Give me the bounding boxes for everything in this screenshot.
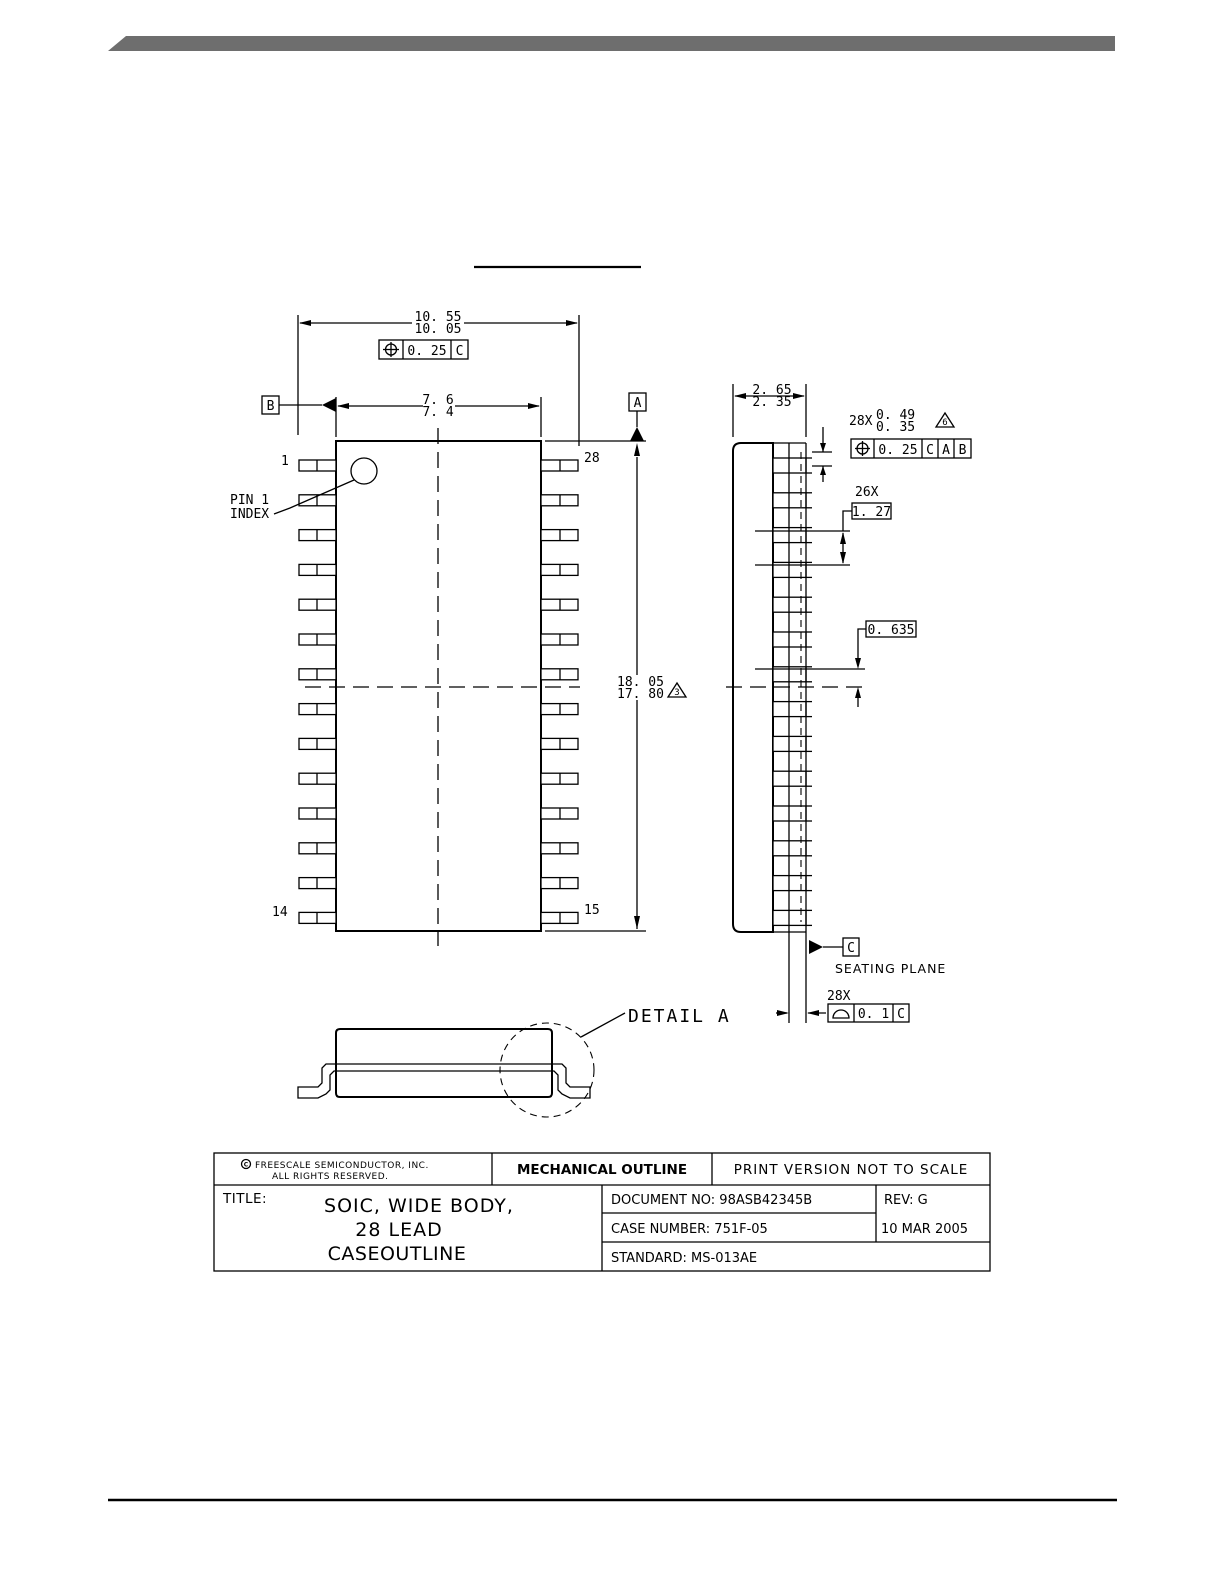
copyright-icon: [240, 1158, 252, 1170]
datum-b-triangle: [322, 398, 336, 412]
height-min: 2. 35: [752, 395, 791, 410]
length-max: 18. 05: [617, 675, 664, 690]
width-datum-ref: C: [456, 344, 464, 359]
title-line2: 28 LEAD: [355, 1219, 442, 1241]
height-max: 2. 65: [752, 383, 791, 398]
note-6-triangle: [934, 411, 956, 428]
standard: STANDARD: MS-013AE: [611, 1251, 757, 1266]
title-label: TITLE:: [222, 1191, 267, 1207]
flatness-frame: [827, 1003, 910, 1023]
pin1-index-label-line2: INDEX: [230, 507, 269, 522]
lead-width-min: 0. 35: [876, 420, 915, 435]
pin1-index-mark: [350, 457, 378, 485]
svg-text:C: C: [244, 1162, 249, 1169]
copyright-line1: FREESCALE SEMICONDUCTOR, INC.: [255, 1161, 429, 1171]
title-block: C FREESCALE SEMICONDUCTOR, INC. ALL RIGH…: [213, 1152, 991, 1272]
top-view: 1 28 14 15 PIN 1 INDEX 10. 55 10. 05 0. …: [230, 310, 688, 946]
datum-a-triangle: [630, 427, 644, 441]
width-max: 10. 55: [415, 310, 462, 325]
datum-a-label: A: [634, 396, 642, 411]
pin-1-label: 1: [281, 454, 289, 469]
date: 10 MAR 2005: [881, 1222, 968, 1237]
body-width-max: 7. 6: [422, 393, 453, 408]
width-min: 10. 05: [415, 322, 462, 337]
datum-c-box: [842, 937, 860, 957]
datum-c-triangle: [809, 940, 823, 954]
datum-b-label: B: [267, 399, 275, 414]
side-view: 2. 65 2. 35 28X 0. 49 0. 35 6 0. 25 C A …: [726, 383, 972, 1023]
lead-datum-a: A: [942, 443, 950, 458]
flatness-value: 0. 1: [858, 1007, 889, 1022]
pin-28-label: 28: [584, 451, 600, 466]
right-leads: [540, 459, 579, 925]
body-width-min: 7. 4: [422, 405, 453, 420]
note-3-triangle: [666, 681, 688, 698]
case-number: CASE NUMBER: 751F-05: [611, 1222, 768, 1237]
pin1-index-label-line1: PIN 1: [230, 493, 269, 508]
lead-datum-c: C: [926, 443, 934, 458]
pitch-count: 26X: [855, 485, 879, 500]
seating-plane-label: SEATING PLANE: [835, 961, 946, 976]
detail-a-label: DETAIL A: [628, 1006, 731, 1027]
profile-icon: [832, 1009, 850, 1019]
lead-width-max: 0. 49: [876, 408, 915, 423]
width-tolerance: 0. 25: [407, 344, 446, 359]
end-right-lead: [552, 1063, 591, 1099]
end-left-lead: [297, 1063, 336, 1099]
title-line1: SOIC, WIDE BODY,: [324, 1195, 514, 1217]
datum-c-label: C: [847, 941, 855, 956]
end-view: DETAIL A: [297, 1006, 731, 1118]
revision: REV: G: [884, 1193, 928, 1208]
detail-a-circle: [499, 1022, 595, 1118]
header-bar: [108, 36, 1115, 51]
pin-15-label: 15: [584, 903, 600, 918]
left-leads: [298, 459, 337, 925]
lead-tolerance: 0. 25: [878, 443, 917, 458]
print-note: PRINT VERSION NOT TO SCALE: [734, 1162, 969, 1178]
title-line3: CASEOUTLINE: [328, 1243, 467, 1265]
end-body: [335, 1028, 553, 1098]
pitch-value: 1. 27: [852, 505, 891, 520]
lead-count: 28X: [849, 414, 873, 429]
document-number: DOCUMENT NO: 98ASB42345B: [611, 1193, 812, 1208]
position-tolerance-frame: [378, 339, 469, 360]
note-3-number: 3: [674, 688, 679, 698]
flatness-datum: C: [897, 1007, 905, 1022]
copyright-line2: ALL RIGHTS RESERVED.: [272, 1172, 389, 1182]
outline-type: MECHANICAL OUTLINE: [517, 1162, 687, 1178]
lead-position-frame: [850, 438, 972, 459]
pin1-leader: [273, 479, 355, 515]
lead-datum-b: B: [959, 443, 967, 458]
length-min: 17. 80: [617, 687, 664, 702]
pin-14-label: 14: [272, 905, 288, 920]
side-leads: [772, 443, 812, 932]
side-body: [732, 442, 774, 933]
flatness-count: 28X: [827, 989, 851, 1004]
note-6-number: 6: [942, 418, 947, 428]
half-pitch-value: 0. 635: [868, 623, 915, 638]
detail-a-leader: [580, 1012, 626, 1038]
